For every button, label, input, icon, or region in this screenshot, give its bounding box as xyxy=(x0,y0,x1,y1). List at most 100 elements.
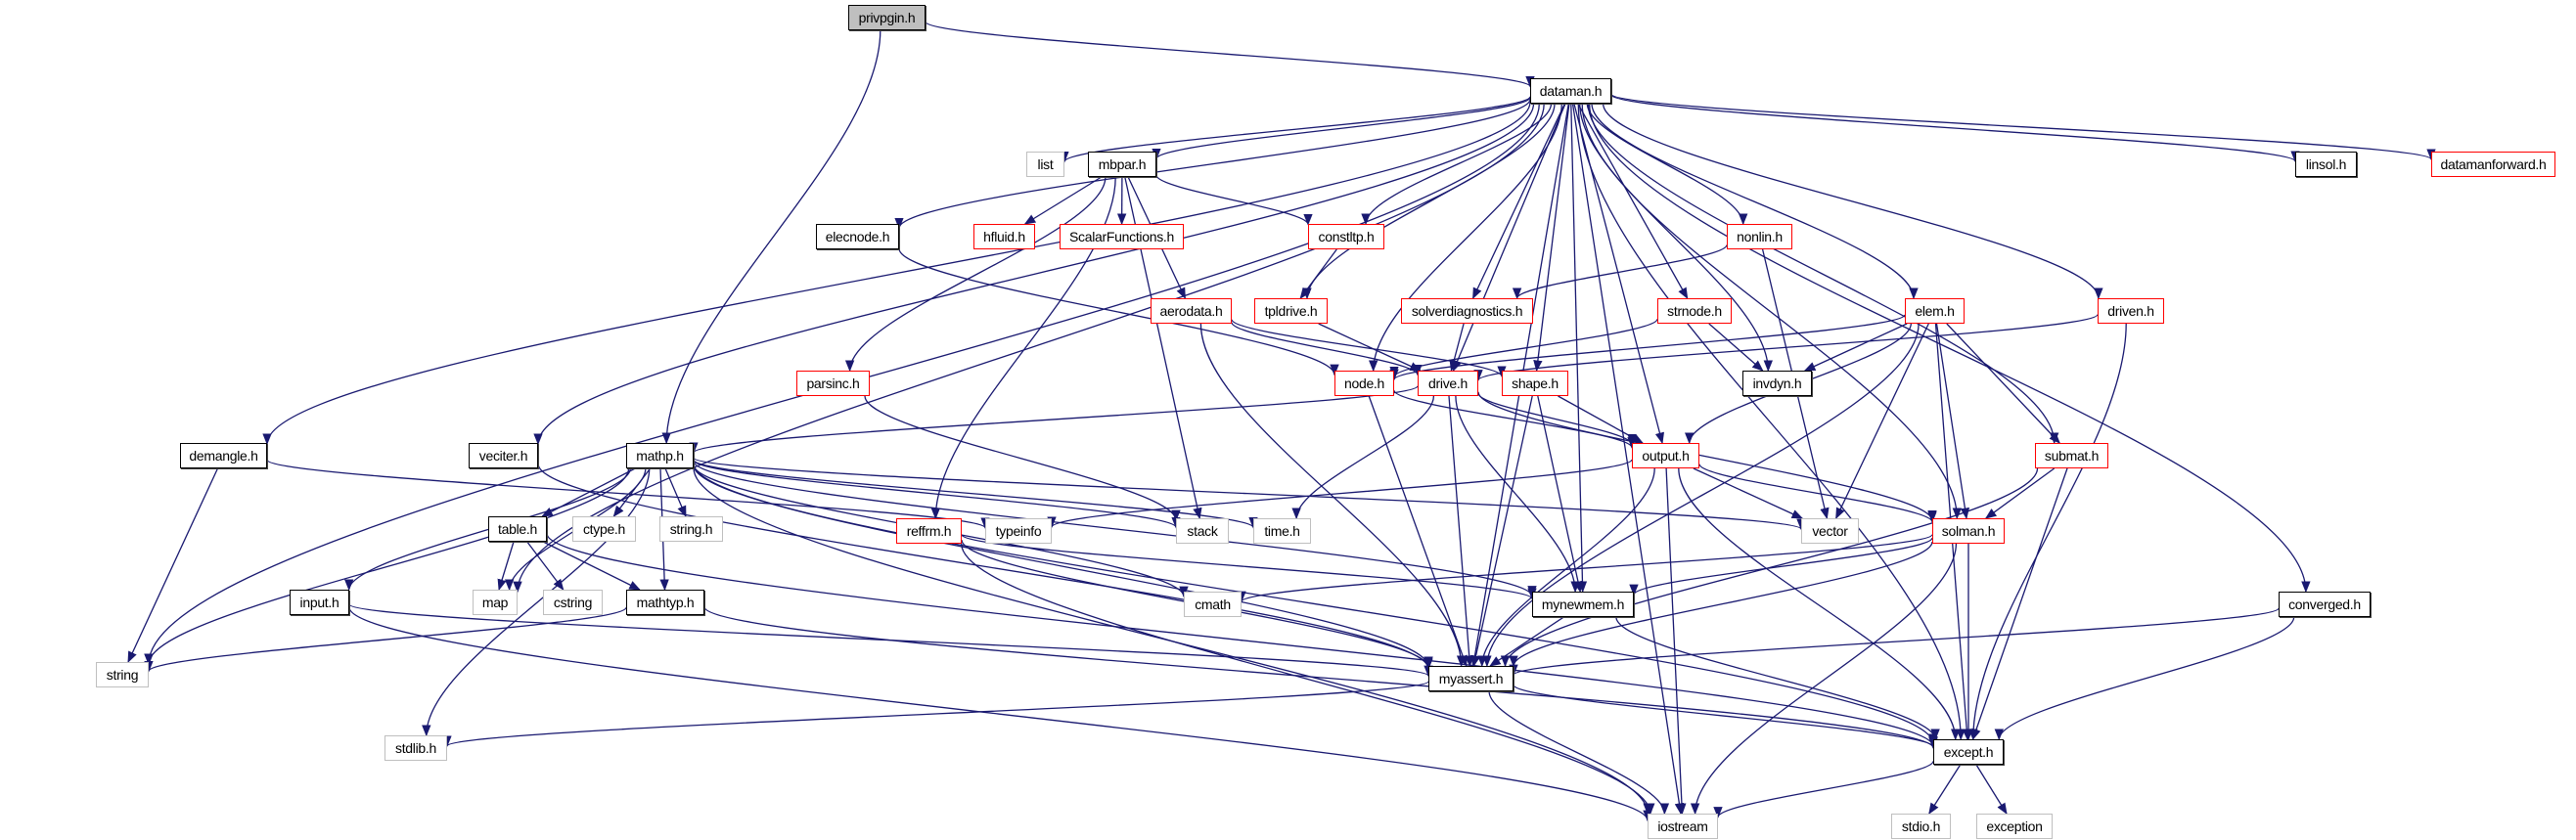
node-exception: exception xyxy=(1976,814,2053,839)
edge-driven-to-except xyxy=(1968,323,2127,741)
edge-dataman-to-nonlin xyxy=(1586,103,1748,226)
node-stdio: stdio.h xyxy=(1891,814,1951,839)
edge-parsinc-to-stack xyxy=(864,395,1181,522)
edge-dataman-to-mbpar xyxy=(1152,97,1531,160)
node-stdlib: stdlib.h xyxy=(384,735,447,761)
edge-elecnode-to-node xyxy=(898,248,1339,376)
node-mathtyp[interactable]: mathtyp.h xyxy=(626,590,704,615)
node-mynewmem[interactable]: mynewmem.h xyxy=(1532,592,1634,617)
node-elecnode[interactable]: elecnode.h xyxy=(816,224,899,249)
edge-dataman-to-converged xyxy=(1588,103,2311,594)
edge-nonlin-to-solverdiagnostics xyxy=(1513,243,1728,300)
edge-mathp-to-except xyxy=(693,463,1938,745)
edge-mynewmem-to-except xyxy=(1615,616,1940,741)
edge-dataman-to-datamanforward xyxy=(1610,93,2436,161)
node-demangle[interactable]: demangle.h xyxy=(180,443,267,468)
node-aerodata[interactable]: aerodata.h xyxy=(1151,298,1232,324)
node-linsol[interactable]: linsol.h xyxy=(2295,152,2357,177)
node-string-h: string.h xyxy=(659,516,723,542)
edge-myassert-to-stdlib xyxy=(442,681,1429,748)
node-except[interactable]: except.h xyxy=(1933,739,2004,765)
node-driven[interactable]: driven.h xyxy=(2098,298,2164,324)
edge-dataman-to-solman xyxy=(1581,103,1962,520)
edge-except-to-exception xyxy=(1975,764,2008,815)
node-list: list xyxy=(1026,152,1064,177)
edge-dataman-to-iostream xyxy=(1571,103,1685,816)
edge-tpldrive-to-drive xyxy=(1318,323,1422,372)
node-drive[interactable]: drive.h xyxy=(1418,371,1478,396)
node-strnode[interactable]: strnode.h xyxy=(1657,298,1732,324)
edge-elem-to-vector xyxy=(1835,323,1929,520)
edge-submat-to-except xyxy=(1971,467,2068,741)
node-veciter[interactable]: veciter.h xyxy=(469,443,538,468)
edge-solman-to-cmath xyxy=(1237,534,1933,603)
node-constltp[interactable]: constltp.h xyxy=(1308,224,1384,249)
node-node[interactable]: node.h xyxy=(1334,371,1394,396)
edge-mbpar-to-reffrm xyxy=(930,176,1116,520)
edge-elem-to-submat xyxy=(1946,323,2061,444)
edge-shape-to-output xyxy=(1558,395,1645,444)
edge-output-to-typeinfo xyxy=(1047,459,1633,529)
edge-input-to-iostream xyxy=(348,606,1652,822)
node-elem[interactable]: elem.h xyxy=(1905,298,1965,324)
edge-dataman-to-demangle xyxy=(262,102,1531,446)
edge-output-to-vector xyxy=(1693,467,1804,519)
node-table[interactable]: table.h xyxy=(488,516,547,542)
edge-table-to-cstring xyxy=(526,541,565,591)
edge-dataman-to-tpldrive xyxy=(1302,103,1556,300)
edge-elem-to-solman xyxy=(1935,323,1970,520)
edge-elem-to-myassert xyxy=(1482,323,1920,668)
node-shape[interactable]: shape.h xyxy=(1502,371,1568,396)
node-vector: vector xyxy=(1801,518,1859,544)
edge-demangle-to-string xyxy=(127,467,219,664)
edge-converged-to-myassert xyxy=(1509,607,2280,677)
edge-mynewmem-to-myassert xyxy=(1489,616,1564,667)
edge-strnode-to-invdyn xyxy=(1708,323,1764,372)
edge-aerodata-to-shape xyxy=(1231,319,1507,377)
edge-mathp-to-stringh xyxy=(664,467,687,518)
edge-dataman-to-shape xyxy=(1533,103,1570,373)
edge-mathp-to-ctype xyxy=(612,467,652,517)
edge-dataman-to-linsol xyxy=(1610,94,2300,163)
edge-dataman-to-veciter xyxy=(533,103,1535,446)
node-mbpar[interactable]: mbpar.h xyxy=(1088,152,1156,177)
node-hfluid[interactable]: hfluid.h xyxy=(973,224,1035,249)
node-converged[interactable]: converged.h xyxy=(2279,592,2371,617)
edge-output-to-iostream xyxy=(1665,467,1687,816)
node-input[interactable]: input.h xyxy=(290,590,349,615)
node-typeinfo: typeinfo xyxy=(985,518,1052,544)
edge-table-to-map xyxy=(497,541,515,592)
edge-output-to-myassert xyxy=(1477,467,1655,668)
edge-mbpar-to-parsinc xyxy=(844,176,1107,373)
node-nonlin[interactable]: nonlin.h xyxy=(1727,224,1792,249)
edge-solverdiagnostics-to-drive xyxy=(1449,323,1465,373)
node-myassert[interactable]: myassert.h xyxy=(1428,666,1514,691)
node-submat[interactable]: submat.h xyxy=(2035,443,2108,468)
node-invdyn[interactable]: invdyn.h xyxy=(1742,371,1812,396)
node-datamanforward[interactable]: datamanforward.h xyxy=(2431,152,2555,177)
edge-reffrm-to-iostream xyxy=(961,543,1655,816)
edge-dataman-to-except xyxy=(1577,103,1966,741)
node-cstring: cstring xyxy=(543,590,603,615)
node-parsinc[interactable]: parsinc.h xyxy=(796,371,870,396)
node-mathp[interactable]: mathp.h xyxy=(626,443,694,468)
node-solman[interactable]: solman.h xyxy=(1932,518,2005,544)
edge-elem-to-invdyn xyxy=(1803,323,1908,372)
node-tpldrive[interactable]: tpldrive.h xyxy=(1254,298,1328,324)
edge-solman-to-mynewmem xyxy=(1629,537,1933,597)
node-solverdiagnostics[interactable]: solverdiagnostics.h xyxy=(1401,298,1533,324)
edge-drive-to-timeh xyxy=(1291,395,1435,520)
edge-table-to-except xyxy=(546,533,1938,748)
edge-node-to-output xyxy=(1393,389,1637,449)
node-scalarfunctions[interactable]: ScalarFunctions.h xyxy=(1060,224,1184,249)
node-dataman[interactable]: dataman.h xyxy=(1530,78,1611,104)
node-output[interactable]: output.h xyxy=(1632,443,1699,468)
node-reffrm[interactable]: reffrm.h xyxy=(896,518,962,544)
edge-drive-to-mynewmem xyxy=(1455,395,1580,594)
node-map: map xyxy=(473,590,518,615)
edge-privpgin-to-mathp xyxy=(661,29,881,445)
edge-dataman-to-node xyxy=(1369,103,1562,373)
edge-myassert-to-except xyxy=(1513,684,1938,748)
edge-dataman-to-driven xyxy=(1602,103,2103,300)
